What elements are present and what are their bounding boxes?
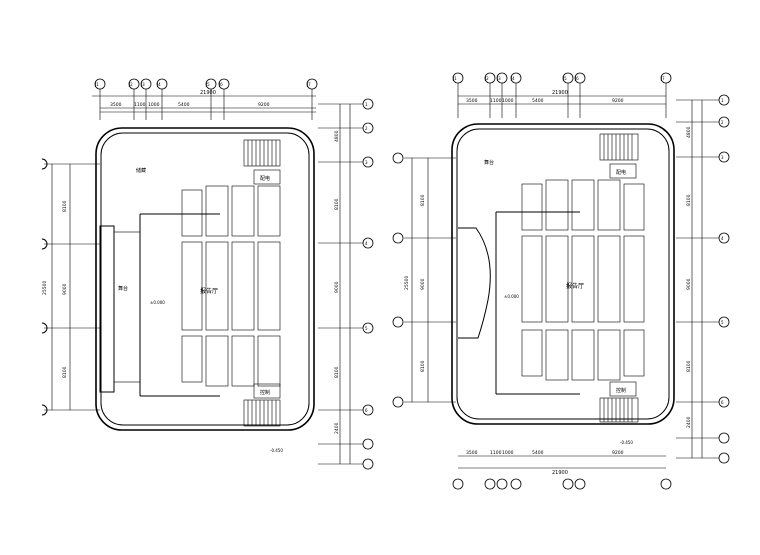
left-right-dim-3: 9000 (334, 281, 340, 293)
left-side-dim-1: 8100 (62, 200, 68, 212)
right-grid-right-label: 3 (721, 155, 724, 160)
left-elev-mark: ±0.000 (150, 300, 165, 305)
right-bottom-dim-2: 1100 (490, 450, 502, 456)
left-grid-top-label: J6 (218, 82, 223, 87)
right-bottom-dim-3: 1000 (502, 450, 514, 456)
right-grid-top-label: J3 (496, 76, 501, 81)
left-total-dim: 25500 (42, 281, 48, 295)
left-grid-top-label: J7 (306, 82, 311, 87)
left-grid-right-label: 6 (365, 408, 368, 413)
right-elev-mark: -0.450 (620, 440, 633, 445)
left-bottom-dim: 2400 (334, 422, 340, 434)
left-grid-right-label: 2 (365, 126, 368, 131)
right-grid-right-label: 4 (721, 236, 724, 241)
left-top-dim-1: 3500 (110, 102, 122, 108)
left-right-dim-4: 8100 (334, 366, 340, 378)
right-bottom-dim-4: 5400 (532, 450, 544, 456)
left-grid-right-label: 5 (365, 326, 368, 331)
left-top-dim-4: 5400 (178, 102, 190, 108)
left-right-dim-2: 8100 (334, 198, 340, 210)
right-grid-top-label: J4 (510, 76, 515, 81)
right-left-dim-2: 9000 (420, 278, 426, 290)
right-grid-top-bubbles: J1 J2 J3 J4 J5 J6 J7 (452, 72, 672, 118)
left-grid-top-bubbles: J1 J2 J3 J4 J5 J6 J7 (94, 78, 318, 120)
right-right-dim-3: 9000 (686, 278, 692, 290)
left-top-dim-5: 9200 (258, 102, 270, 108)
right-top-dim-5: 9200 (612, 98, 624, 104)
right-grid-right-label: 5 (721, 320, 724, 325)
right-overall-dim: 21900 (552, 90, 568, 96)
right-grid-right-label: 6 (721, 400, 724, 405)
right-seating (521, 179, 645, 381)
right-grid-right-bubbles: 1 2 3 4 5 6 (676, 94, 730, 464)
left-room-label: 储藏 (136, 167, 146, 174)
right-grid-right-label: 2 (721, 120, 724, 125)
right-grid-right-label: 1 (721, 98, 724, 103)
right-bottom-side-dim: 2400 (686, 416, 692, 428)
left-grid-top-label: J2 (128, 82, 133, 87)
right-grid-top-label: J6 (574, 76, 579, 81)
left-grid-right-label: 4 (365, 241, 368, 246)
left-overall-dim: 21900 (200, 90, 216, 96)
right-grid-top-label: J5 (562, 76, 567, 81)
right-right-dim-1: 4800 (686, 126, 692, 138)
left-building-outer-wall (95, 127, 315, 431)
left-grid-right-bubbles: 1 2 3 4 5 6 (318, 98, 374, 470)
right-overall-dim-bottom: 21900 (552, 470, 568, 476)
right-grid-top-label: J1 (452, 76, 457, 81)
left-room-label: 控制 (260, 389, 270, 396)
right-bottom-dim-5: 9200 (612, 450, 624, 456)
right-bottom-dim-1: 3500 (466, 450, 478, 456)
left-right-dim-1: 4800 (334, 130, 340, 142)
left-room-label-hall: 报告厅 (200, 287, 218, 295)
right-right-dim-2: 8100 (686, 194, 692, 206)
left-grid-top-label: J5 (205, 82, 210, 87)
left-room-label: 配电 (260, 175, 270, 182)
left-grid-top-label: J3 (140, 82, 145, 87)
left-side-dim-3: 8100 (62, 366, 68, 378)
right-room-label-stage: 舞台 (484, 159, 494, 166)
right-top-dim-3: 1000 (502, 98, 514, 104)
left-floor-plan: 21900 3500 1100 1000 5400 9200 J1 J2 J3 … (41, 78, 374, 470)
left-top-dim-3: 1000 (148, 102, 160, 108)
right-room-label: 控制 (616, 387, 626, 394)
right-room-label-hall: 报告厅 (566, 282, 584, 290)
left-grid-top-label: J4 (156, 82, 161, 87)
right-grid-top-label: J7 (660, 76, 665, 81)
right-right-dim-4: 8100 (686, 360, 692, 372)
right-top-dim-2: 1100 (490, 98, 502, 104)
left-top-dim-2: 1100 (134, 102, 146, 108)
right-left-total: 25500 (404, 276, 410, 290)
right-floor-plan: 21900 3500 1100 1000 5400 9200 J1 J2 J3 … (392, 72, 730, 490)
right-top-dim-1: 3500 (466, 98, 478, 104)
left-room-label-stage: 舞台 (118, 285, 128, 292)
left-grid-right-label: 1 (365, 102, 368, 107)
right-building-outer-wall (451, 123, 675, 425)
left-grid-top-label: J1 (94, 82, 99, 87)
right-top-dim-4: 5400 (532, 98, 544, 104)
left-grid-right-label: 3 (365, 160, 368, 165)
right-left-dim-3: 8100 (420, 360, 426, 372)
left-seating (181, 185, 281, 387)
right-left-dim-1: 8100 (420, 194, 426, 206)
right-elev-mark: ±0.000 (504, 294, 519, 299)
left-side-dim-2: 9000 (62, 283, 68, 295)
left-elev-mark: -0.450 (270, 448, 283, 453)
right-grid-bottom-bubbles (452, 478, 672, 490)
right-room-label: 配电 (616, 169, 626, 176)
right-grid-top-label: J2 (484, 76, 489, 81)
